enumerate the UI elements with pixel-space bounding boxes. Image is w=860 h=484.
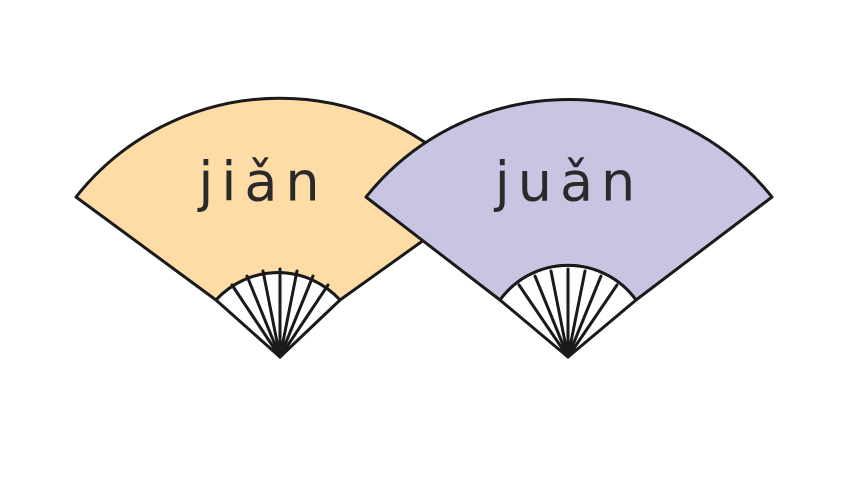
fan-left-rib [278, 283, 330, 359]
fan-right-rib [566, 274, 603, 359]
fan-left-label: jiǎn [197, 151, 327, 214]
fan-right-ribs [517, 267, 619, 359]
fan-left-rib [261, 269, 282, 359]
fan-right: juǎn [364, 98, 774, 359]
fan-right-rib [533, 274, 570, 359]
fan-left-rib [278, 274, 315, 359]
fan-left-rib [278, 269, 299, 359]
fan-right-rib [549, 269, 570, 359]
fan-right-rib [566, 283, 619, 359]
fan-left-handle [214, 271, 342, 359]
fan-left-rib [245, 274, 282, 359]
fan-right-rib [566, 269, 587, 359]
fan-right-label: juǎn [494, 151, 644, 214]
fan-right-rib [517, 283, 570, 359]
fan-left-rib [230, 283, 282, 359]
fan-left-ribs [230, 267, 330, 359]
fan-left: jiǎn [74, 96, 486, 359]
